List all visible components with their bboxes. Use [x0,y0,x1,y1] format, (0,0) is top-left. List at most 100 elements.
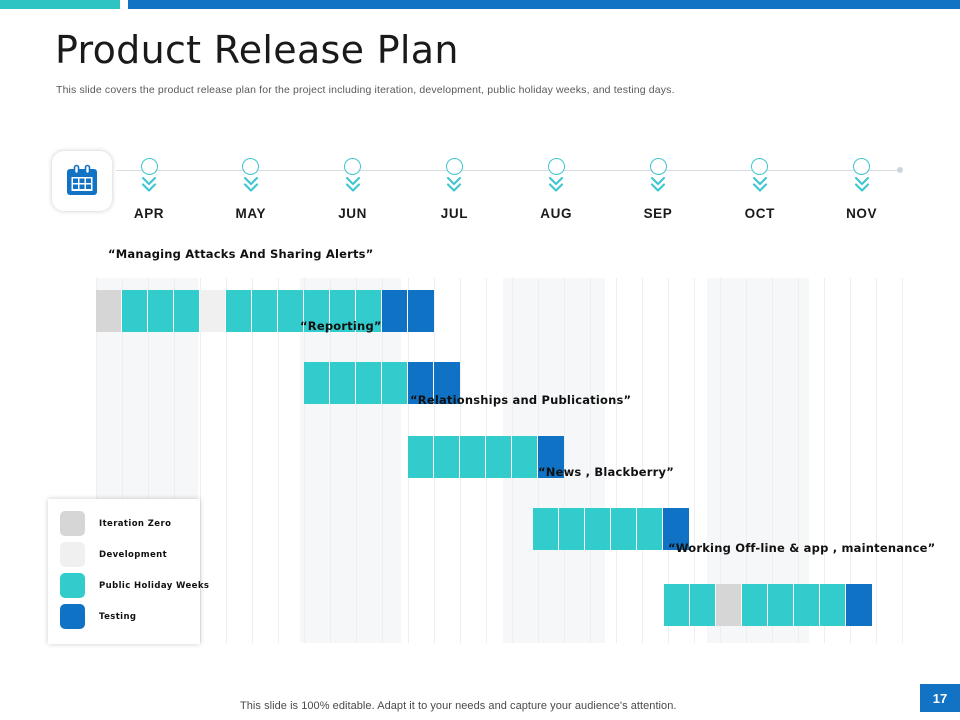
task-bar[interactable] [304,362,460,404]
task-bar-cell[interactable] [538,436,564,478]
grid-line [798,278,799,643]
timeline-marker-may[interactable] [231,158,271,193]
task-bar-cell[interactable] [356,362,382,404]
marker-circle-icon [853,158,871,175]
legend-item[interactable]: Testing [60,604,136,629]
task-label: “Working Off-line & app , maintenance” [668,541,936,555]
double-chevron-down-icon [141,176,157,192]
marker-circle-icon [649,158,667,175]
calendar-badge[interactable] [52,151,112,211]
legend-label: Iteration Zero [99,518,172,529]
legend-item[interactable]: Iteration Zero [60,511,171,536]
grid-line [252,278,253,643]
task-bar-cell[interactable] [304,362,330,404]
marker-circle-icon [445,158,463,175]
task-bar-cell[interactable] [460,436,486,478]
task-bar-cell[interactable] [690,584,716,626]
timeline-marker-jun[interactable] [333,158,373,193]
grid-line [96,278,97,643]
grid-line [382,278,383,643]
legend-item[interactable]: Development [60,542,167,567]
task-bar-cell[interactable] [330,362,356,404]
double-chevron-down-icon [549,176,564,192]
timeline-marker-jul[interactable] [434,158,474,193]
timeline-marker-aug[interactable] [536,158,576,193]
double-chevron-down-icon [447,176,462,192]
grid-line [278,278,279,643]
grid-line [304,278,305,643]
marker-circle-icon [547,158,565,175]
timeline-end-dot [897,167,903,173]
task-bar-cell[interactable] [664,584,690,626]
task-bar-cell[interactable] [330,290,356,332]
task-bar-cell[interactable] [226,290,252,332]
task-bar-cell[interactable] [434,362,460,404]
grid-line [226,278,227,643]
task-bar-cell[interactable] [663,508,689,550]
task-bar-cell[interactable] [716,584,742,626]
task-bar-cell[interactable] [148,290,174,332]
task-bar-cell[interactable] [559,508,585,550]
task-bar-cell[interactable] [122,290,148,332]
task-bar-cell[interactable] [533,508,559,550]
task-bar-cell[interactable] [486,436,512,478]
task-bar-cell[interactable] [768,584,794,626]
legend-swatch [60,604,85,629]
task-bar-cell[interactable] [611,508,637,550]
task-bar-cell[interactable] [278,290,304,332]
task-bar[interactable] [533,508,689,550]
task-bar-cell[interactable] [820,584,846,626]
timeline-marker-oct[interactable] [740,158,780,193]
task-bar[interactable] [408,436,564,478]
task-bar-cell[interactable] [252,290,278,332]
task-bar-cell[interactable] [846,584,872,626]
task-label: “Relationships and Publications” [410,393,632,407]
grid-line [200,278,201,643]
task-bar-cell[interactable] [408,362,434,404]
legend-label: Public Holiday Weeks [99,580,210,591]
task-bar-cell[interactable] [382,362,408,404]
month-label-oct: OCT [744,206,775,221]
task-bar[interactable] [96,290,434,332]
grid-line [148,278,149,643]
timeline-marker-apr[interactable] [129,158,169,193]
task-bar-cell[interactable] [742,584,768,626]
month-label-jun: JUN [338,206,367,221]
footer-note: This slide is 100% editable. Adapt it to… [240,700,677,712]
task-bar[interactable] [664,584,872,626]
task-label: “Reporting” [300,319,382,333]
top-accent-bar [0,0,960,9]
legend-item[interactable]: Public Holiday Weeks [60,573,209,598]
task-bar-cell[interactable] [794,584,820,626]
task-bar-cell[interactable] [512,436,538,478]
marker-circle-icon [344,158,362,175]
task-bar-cell[interactable] [585,508,611,550]
task-bar-cell[interactable] [382,290,408,332]
month-label-may: MAY [235,206,267,221]
timeline-marker-nov[interactable] [842,158,882,193]
grid-line [356,278,357,643]
marker-circle-icon [242,158,260,175]
month-label-aug: AUG [540,206,573,221]
grid-line [720,278,721,643]
grid-line [668,278,669,643]
grid-line [174,278,175,643]
grid-band [706,278,809,643]
task-bar-cell[interactable] [96,290,122,332]
task-bar-cell[interactable] [200,290,226,332]
task-bar-cell[interactable] [174,290,200,332]
task-bar-cell[interactable] [408,436,434,478]
timeline-marker-sep[interactable] [638,158,678,193]
grid-line [564,278,565,643]
task-bar-cell[interactable] [408,290,434,332]
double-chevron-down-icon [752,176,767,192]
grid-line [122,278,123,643]
task-bar-cell[interactable] [637,508,663,550]
task-bar-cell[interactable] [356,290,382,332]
calendar-icon [67,164,97,195]
double-chevron-down-icon [345,176,360,192]
task-bar-cell[interactable] [434,436,460,478]
page-subtitle: This slide covers the product release pl… [56,84,675,96]
task-bar-cell[interactable] [304,290,330,332]
